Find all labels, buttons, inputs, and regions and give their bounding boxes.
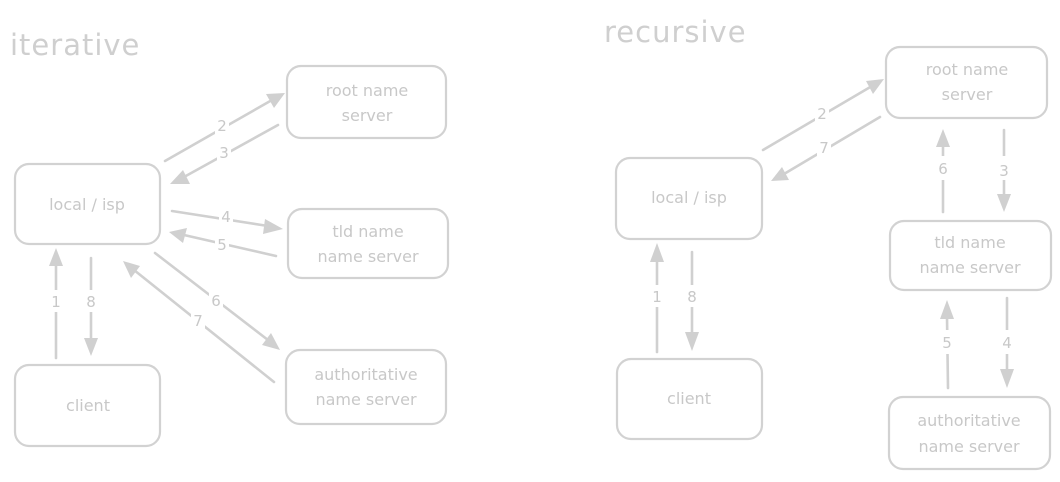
node-label: client	[66, 396, 110, 415]
node-label: server	[942, 85, 993, 104]
node-label: local / isp	[651, 188, 727, 207]
recursive-node-local[interactable]: local / isp	[614, 156, 764, 241]
iterative-node-client[interactable]: client	[13, 363, 162, 448]
iterative-edge-label-4: 4	[221, 208, 231, 226]
recursive-edge-label-6: 6	[938, 160, 948, 178]
recursive-node-client[interactable]: client	[615, 357, 764, 441]
node-label: tld name	[332, 222, 403, 241]
iterative-node-auth[interactable]: authoritative name server	[284, 348, 448, 426]
iterative-node-tld[interactable]: tld name name server	[286, 207, 450, 280]
node-label: client	[667, 389, 711, 408]
node-label: authoritative	[917, 411, 1020, 430]
iterative-diagram: iterative	[10, 28, 450, 448]
node-label: local / isp	[49, 195, 125, 214]
recursive-edge-label-7: 7	[819, 139, 829, 157]
node-label: name server	[317, 247, 419, 266]
iterative-edge-label-5: 5	[217, 236, 227, 254]
node-label: root name	[326, 81, 409, 100]
recursive-edge-labels: 1 8 2 7 6 3 5 4	[651, 103, 1014, 354]
recursive-arrow-7	[771, 115, 882, 181]
recursive-edge-label-4: 4	[1002, 334, 1012, 352]
node-label: name server	[315, 390, 417, 409]
iterative-edge-label-2: 2	[217, 117, 227, 135]
node-label: authoritative	[314, 365, 417, 384]
recursive-node-auth[interactable]: authoritative name server	[887, 395, 1052, 471]
iterative-edge-label-7: 7	[193, 312, 203, 330]
recursive-edge-label-2: 2	[817, 105, 827, 123]
recursive-edge-label-5: 5	[942, 334, 952, 352]
iterative-arrow-5	[169, 228, 278, 258]
recursive-edge-label-8: 8	[687, 288, 697, 306]
recursive-node-root[interactable]: root name server	[884, 45, 1049, 120]
recursive-edge-label-1: 1	[652, 288, 662, 306]
iterative-node-root[interactable]: root name server	[285, 64, 448, 140]
iterative-node-local[interactable]: local / isp	[13, 162, 162, 246]
iterative-title: iterative	[10, 28, 140, 62]
iterative-edge-label-3: 3	[219, 144, 229, 162]
node-label: root name	[926, 60, 1009, 79]
node-label: name server	[919, 258, 1021, 277]
node-label: server	[342, 106, 393, 125]
iterative-edge-label-6: 6	[211, 292, 221, 310]
iterative-edge-labels: 1 8 2 3 4 5 6 7	[50, 115, 233, 330]
recursive-diagram: recursive	[604, 15, 1053, 471]
recursive-node-tld[interactable]: tld name name server	[888, 219, 1053, 292]
recursive-edge-label-3: 3	[999, 162, 1009, 180]
iterative-edge-label-8: 8	[86, 293, 96, 311]
iterative-edge-label-1: 1	[51, 293, 61, 311]
node-label: tld name	[934, 233, 1005, 252]
recursive-title: recursive	[604, 15, 747, 49]
node-label: name server	[918, 437, 1020, 456]
